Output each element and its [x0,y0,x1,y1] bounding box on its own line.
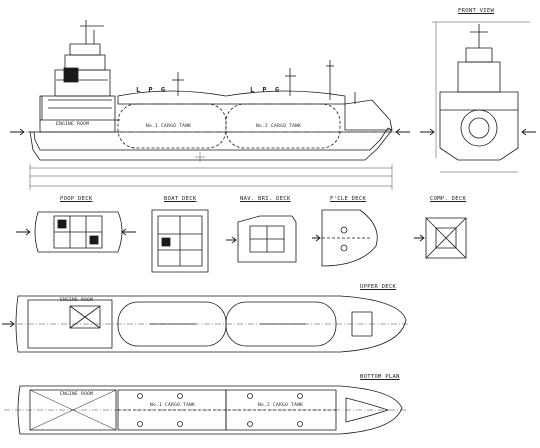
tank-label-no2-bottom: No.2 CARGO TANK [258,403,304,408]
bottom-plan-title: BOTTOM PLAN [360,374,400,380]
tank-label-no1-profile: No.1 CARGO TANK [146,124,192,129]
engine-room-label-profile: ENGINE ROOM [56,122,90,127]
front-view-title: FRONT VIEW [458,8,495,14]
bottom-plan [4,386,408,434]
upper-deck-title: UPPER DECK [360,284,397,290]
poop-deck-plan [16,212,136,252]
front-view [420,22,536,172]
poop-deck-title: POOP DECK [60,196,93,202]
nav-bri-deck-title: NAV. BRI. DECK [240,196,291,202]
nav-bri-deck-plan [226,216,296,262]
comp-deck-plan [414,218,466,258]
hull-marking-right: L P G [250,86,282,94]
engine-room-label-bottom: ENGINE ROOM [60,392,94,397]
boat-deck-title: BOAT DECK [164,196,197,202]
upper-deck-plan [2,296,410,352]
side-profile [10,20,410,190]
hull-marking-left: L P G [136,86,168,94]
boat-deck-plan [152,210,208,272]
comp-deck-title: COMP. DECK [430,196,467,202]
fcle-deck-plan [312,210,377,266]
fcle-deck-title: F'CLE DECK [330,196,367,202]
engine-room-label-upper: ENGINE ROOM [60,298,94,303]
tank-label-no2-profile: No.2 CARGO TANK [256,124,302,129]
tank-label-no1-bottom: No.1 CARGO TANK [150,403,196,408]
